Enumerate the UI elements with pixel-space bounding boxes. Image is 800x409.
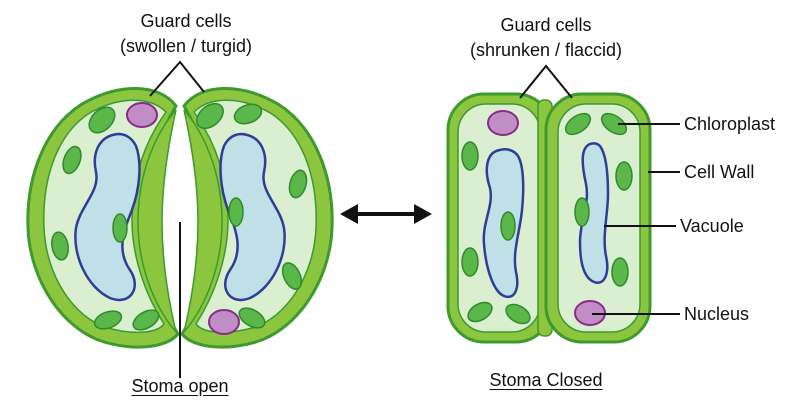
open-right-nucleus — [208, 309, 240, 335]
closed-right-chloroplast — [600, 112, 628, 136]
open-right-chloroplast — [281, 262, 303, 290]
open-right-chloroplast — [228, 197, 244, 227]
closed-left-chloroplast — [505, 303, 531, 325]
open-title-line1: Guard cells — [140, 11, 232, 31]
open-left-nucleus — [126, 102, 158, 128]
open-caption: Stoma open — [131, 376, 229, 396]
transition-arrow — [340, 204, 432, 224]
closed-title-line1: Guard cells — [500, 15, 592, 35]
nucleus-label: Nucleus — [684, 304, 750, 324]
open-left-chloroplast — [62, 145, 82, 175]
open-left-vacuole — [74, 132, 141, 302]
open-left-chloroplast — [93, 310, 123, 330]
open-left-chloroplast — [51, 231, 69, 261]
closed-title-bracket — [519, 64, 573, 99]
open-left-chloroplast — [112, 213, 128, 243]
closed-right-chloroplast — [611, 257, 629, 287]
open-left-guard-cell — [26, 87, 180, 349]
closed-stoma — [446, 64, 680, 344]
closed-title-line2: (shrunken / flaccid) — [469, 40, 623, 60]
open-right-chloroplast — [196, 102, 224, 130]
open-title-line2: (swollen / turgid) — [119, 36, 253, 56]
open-left-chloroplast — [88, 106, 116, 134]
open-right-chloroplast — [288, 169, 308, 199]
closed-right-chloroplast — [564, 112, 592, 136]
vacuole-label: Vacuole — [680, 216, 744, 236]
closed-left-chloroplast — [500, 211, 516, 241]
open-left-inner-wall — [137, 109, 177, 333]
open-right-chloroplast — [238, 307, 266, 329]
closed-right-vacuole — [578, 142, 610, 284]
closed-right-chloroplast — [615, 161, 633, 191]
closed-right-chloroplast — [574, 197, 590, 227]
closed-caption: Stoma Closed — [489, 370, 603, 390]
closed-left-chloroplast — [461, 141, 479, 171]
open-right-inner-wall — [183, 109, 223, 333]
open-stoma — [26, 60, 334, 378]
closed-left-guard-cell — [446, 92, 554, 344]
open-right-guard-cell — [180, 87, 334, 349]
cell-wall-label: Cell Wall — [684, 162, 755, 182]
chloroplast-label: Chloroplast — [684, 114, 776, 134]
closed-right-guard-cell — [544, 92, 652, 344]
open-right-chloroplast — [233, 103, 263, 125]
closed-left-chloroplast — [467, 301, 493, 323]
arrow-head-left — [340, 204, 358, 224]
closed-left-nucleus — [487, 110, 519, 136]
arrow-head-right — [414, 204, 432, 224]
open-right-vacuole — [219, 132, 286, 302]
closed-left-chloroplast — [461, 247, 479, 277]
open-left-chloroplast — [132, 309, 160, 331]
open-title-bracket — [149, 60, 205, 97]
